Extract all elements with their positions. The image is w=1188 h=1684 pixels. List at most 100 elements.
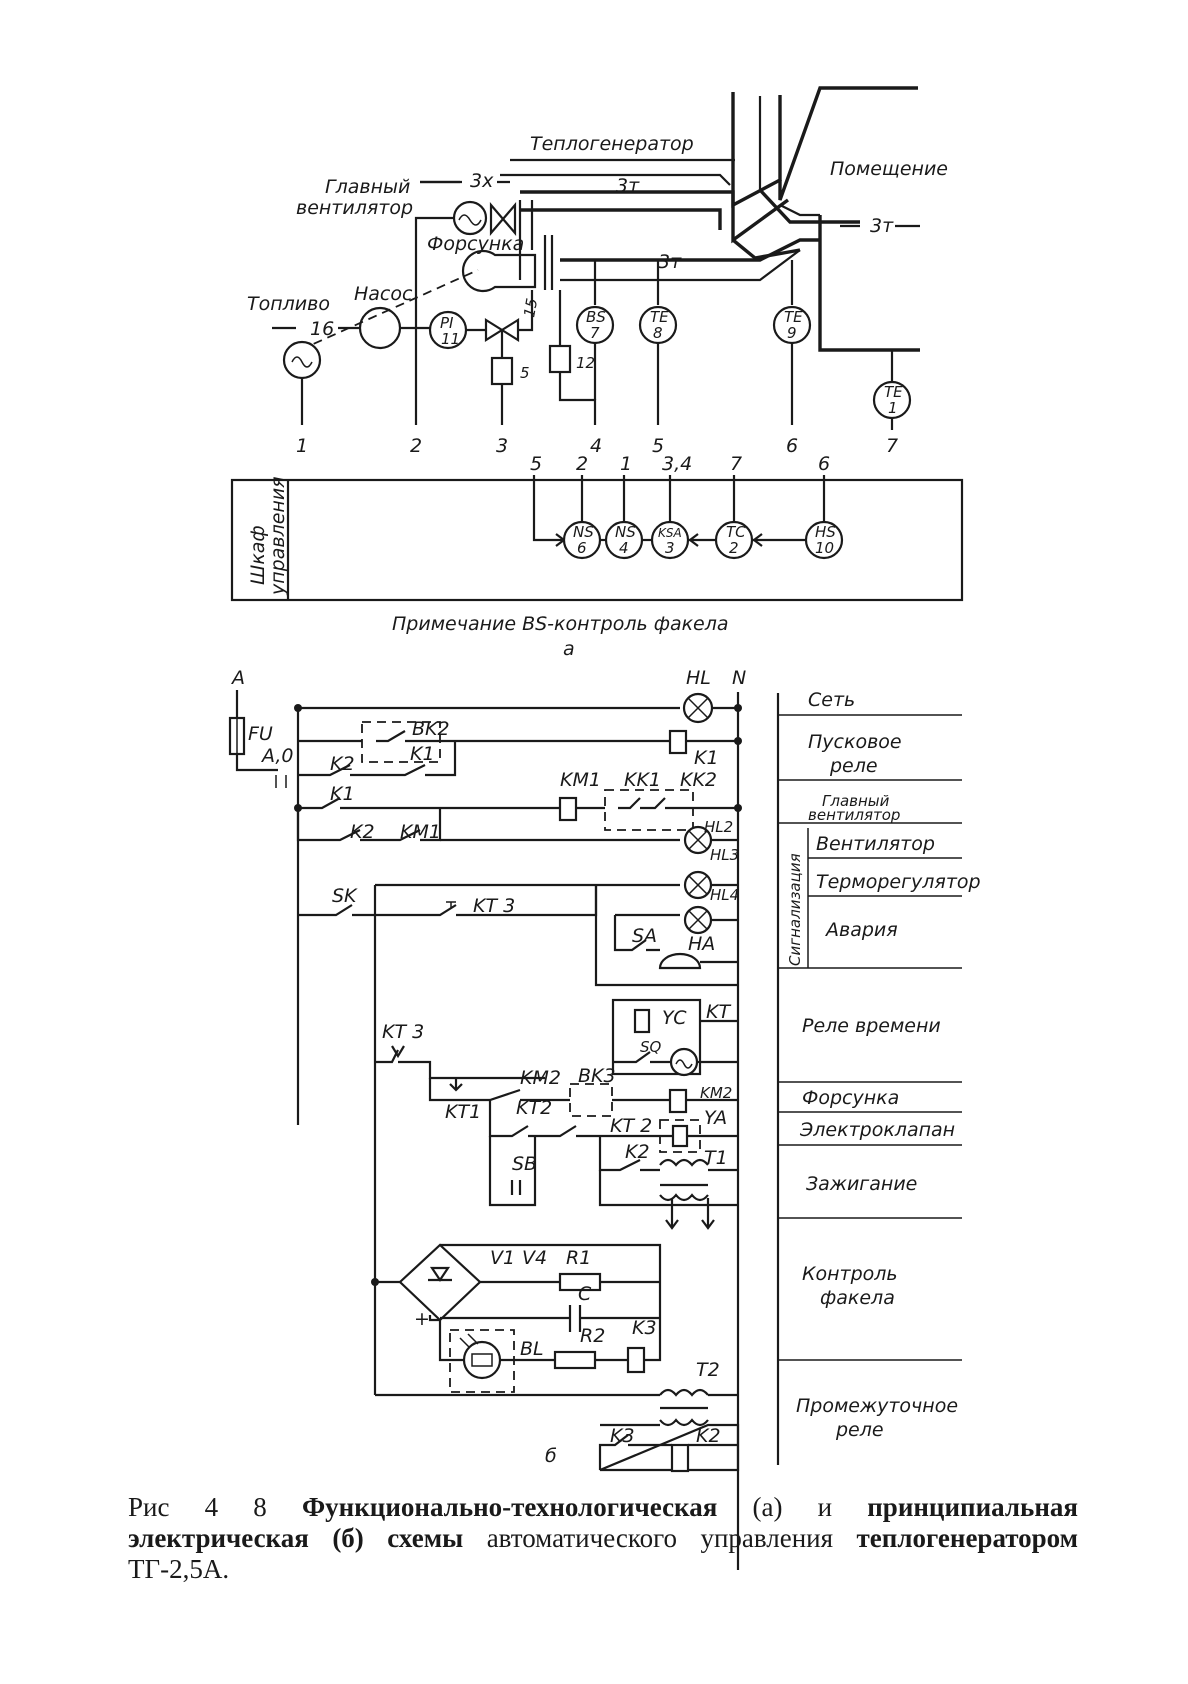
ns6-tag: NS bbox=[573, 523, 594, 541]
fuel-label: Топливо bbox=[247, 293, 330, 315]
electrical-diagram-b: A N HL FU A,0 BK2 K1 K2 K1 K1 bbox=[228, 667, 981, 1570]
plus-label: + bbox=[414, 1308, 430, 1330]
neutral-label: N bbox=[732, 667, 746, 689]
valve-actuator-5-label: 5 bbox=[520, 364, 530, 382]
legend-signalling: Сигнализация bbox=[786, 853, 804, 966]
nozzle-label: Форсунка bbox=[427, 233, 524, 255]
k1-coil-label: K1 bbox=[694, 747, 719, 769]
ignition-transformer-secondary bbox=[659, 1193, 709, 1202]
cabinet-input-6: 6 bbox=[818, 453, 830, 475]
caption-prefix: Рис 4 8 bbox=[128, 1492, 267, 1522]
hl4-label: HL4 bbox=[710, 886, 739, 904]
pipe-3t-label-3: 3т bbox=[870, 215, 894, 237]
clutch-yc-coil bbox=[633, 1008, 651, 1034]
km2-coil-label: KM2 bbox=[700, 1084, 732, 1102]
capacitor-c bbox=[440, 1305, 660, 1332]
kt3-second-label: KT 3 bbox=[382, 1021, 424, 1043]
pipe-15-label: 15 bbox=[520, 297, 541, 319]
ignition-transformer-primary bbox=[659, 1158, 709, 1167]
relay-k3-coil bbox=[626, 1346, 646, 1374]
caption-bold-1: Функционально-технологическая bbox=[301, 1492, 718, 1522]
ksa-number: 3 bbox=[665, 539, 675, 557]
pipe-3x-label: 3х bbox=[470, 170, 494, 192]
thermal-relay-box bbox=[604, 789, 694, 831]
legend-intermediate-relay-2: реле bbox=[835, 1419, 884, 1441]
legend-nozzle: Форсунка bbox=[802, 1087, 899, 1109]
te8-tag: TE bbox=[650, 308, 669, 326]
km1-contact-label: KM1 bbox=[400, 821, 441, 843]
fuse-label: FU bbox=[248, 723, 273, 745]
hl2-label: HL2 bbox=[704, 818, 733, 836]
fan-blade-icon bbox=[489, 202, 517, 236]
km2-contact-label: KM2 bbox=[520, 1067, 561, 1089]
transformer-t2-secondary bbox=[659, 1418, 709, 1427]
electrovalve-ya-coil bbox=[671, 1124, 689, 1148]
cabinet-input-2: 2 bbox=[576, 453, 588, 475]
caption-bold-4: теплогенератором bbox=[856, 1523, 1079, 1553]
wire-7-label: 7 bbox=[886, 435, 898, 457]
te1-number: 1 bbox=[888, 399, 898, 417]
legend-main-fan-1: Главный bbox=[822, 792, 890, 810]
switch-a0-label: A,0 bbox=[260, 745, 293, 767]
wire-6-label: 6 bbox=[786, 435, 798, 457]
pump-icon bbox=[358, 306, 402, 350]
legend-flame-control-1: Контроль bbox=[802, 1263, 898, 1285]
relay-k2-coil bbox=[670, 1443, 690, 1473]
legend-network: Сеть bbox=[808, 689, 855, 711]
ha-label: HA bbox=[688, 933, 715, 955]
diagram-a-note: Примечание BS-контроль факела bbox=[392, 613, 729, 635]
k3-contact-label: K3 bbox=[610, 1425, 635, 1447]
bs-tag: BS bbox=[586, 308, 606, 326]
functional-diagram-a: Теплогенератор Помещение Главный вентиля… bbox=[230, 86, 964, 660]
legend-electrovalve: Электроклапан bbox=[799, 1119, 955, 1141]
starter-km1-coil bbox=[558, 796, 578, 822]
bk2-label: BK2 bbox=[412, 718, 450, 740]
te8-number: 8 bbox=[653, 324, 663, 342]
legend-intermediate-relay-1: Промежуточное bbox=[796, 1395, 958, 1417]
timer-motor-icon bbox=[669, 1047, 699, 1077]
phase-a-label: A bbox=[230, 667, 245, 689]
k1-contact-2-label: K1 bbox=[330, 783, 355, 805]
wire-2-label: 2 bbox=[410, 435, 422, 457]
pipe-16-label: 16 bbox=[310, 318, 334, 340]
nozzle-icon bbox=[461, 249, 537, 293]
legend-time-relay: Реле времени bbox=[802, 1015, 941, 1037]
caption-bold-3: схемы bbox=[387, 1523, 464, 1553]
valve-actuator-5 bbox=[490, 356, 514, 386]
figure-caption: Рис 4 8 Функционально-технологическая (а… bbox=[128, 1492, 1078, 1585]
diagram-b-letter: б bbox=[545, 1445, 557, 1467]
kt3-label: KT 3 bbox=[473, 895, 515, 917]
hs-number: 10 bbox=[815, 539, 834, 557]
caption-b: (б) bbox=[332, 1523, 364, 1553]
main-fan-label-1: Главный bbox=[325, 176, 410, 198]
tc-tag: TC bbox=[726, 523, 746, 541]
cabinet-hs10 bbox=[804, 520, 844, 560]
pipe-3t-label-2: 3т bbox=[658, 251, 682, 273]
kt2-label: KT2 bbox=[516, 1097, 552, 1119]
tc-number: 2 bbox=[729, 539, 739, 557]
legend-thermoregulator: Терморегулятор bbox=[816, 871, 981, 893]
cabinet-input-7: 7 bbox=[730, 453, 742, 475]
hs-tag: HS bbox=[815, 523, 836, 541]
v1-label: V1 bbox=[490, 1247, 515, 1269]
sq-label: SQ bbox=[640, 1038, 662, 1056]
heat-generator-label: Теплогенератор bbox=[530, 133, 694, 155]
legend-start-relay-1: Пусковое bbox=[808, 731, 902, 753]
sb-label: SB bbox=[512, 1153, 537, 1175]
ya-label: YA bbox=[704, 1107, 727, 1129]
alarm-horn-icon bbox=[658, 952, 702, 970]
kk1-label: KK1 bbox=[624, 769, 661, 791]
bl-label: BL bbox=[520, 1338, 544, 1360]
sk-label: SK bbox=[332, 885, 358, 907]
starter-km2-coil bbox=[668, 1088, 688, 1114]
t2-label: T2 bbox=[696, 1359, 720, 1381]
k2-contact-label: K2 bbox=[330, 753, 355, 775]
bs-number: 7 bbox=[590, 324, 600, 342]
transformer-t2-primary bbox=[659, 1388, 709, 1397]
caption-a: (а) bbox=[752, 1492, 783, 1522]
te1-tag: TE bbox=[884, 383, 903, 401]
sa-label: SA bbox=[632, 925, 657, 947]
c-label: C bbox=[578, 1283, 592, 1305]
main-fan-label-2: вентилятор bbox=[296, 197, 413, 219]
